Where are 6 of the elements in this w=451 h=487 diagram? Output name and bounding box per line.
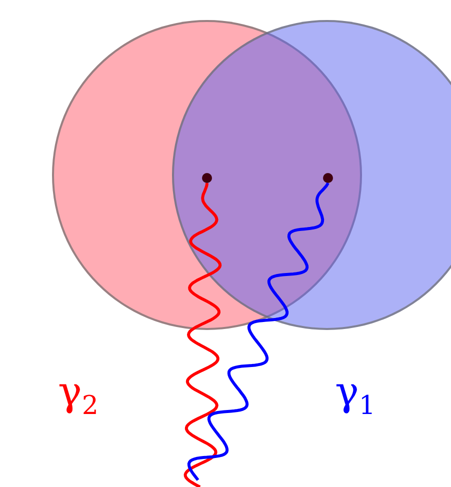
point-dot [202, 173, 212, 183]
wavy-line [184, 182, 222, 487]
wavy-line [187, 182, 330, 481]
symbol-label: γ$_{1}$ [335, 372, 376, 419]
symbol-label: γ$_{2}$ [58, 372, 98, 419]
point-dot [323, 173, 333, 183]
